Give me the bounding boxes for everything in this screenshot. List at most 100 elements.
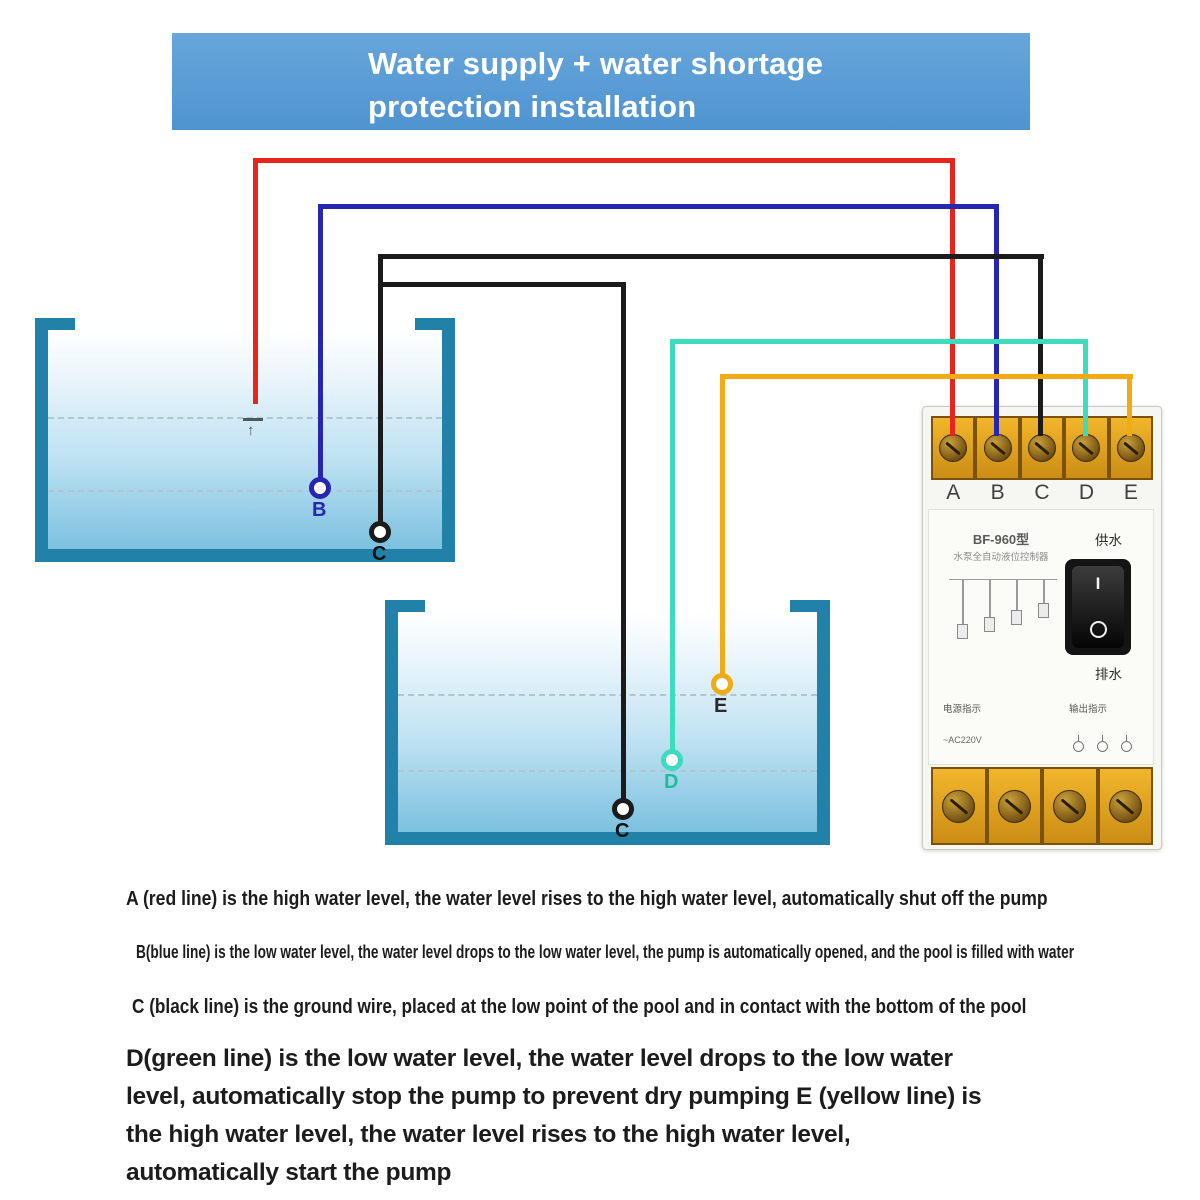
high-water-marker-arrow: ↑ bbox=[247, 422, 255, 439]
supply-label: 供水 bbox=[1095, 533, 1122, 548]
terminal-letter-a: A bbox=[946, 481, 961, 504]
probe-c-upper-electrode bbox=[369, 521, 391, 543]
upper-tank-left-lip bbox=[35, 318, 75, 330]
terminal-cell bbox=[1097, 767, 1153, 845]
screw-slot bbox=[949, 798, 969, 815]
device-title: 水泵全自动液位控制器 bbox=[953, 552, 1049, 563]
terminal-screw bbox=[1108, 789, 1142, 823]
wire-blue-probe-drop bbox=[318, 204, 323, 482]
wire-yellow-horizontal bbox=[720, 374, 1133, 379]
terminal-letter-c: C bbox=[1034, 481, 1050, 504]
terminal-cell bbox=[975, 416, 1020, 480]
wire-black-probe-drop-upper bbox=[378, 254, 383, 528]
terminal-screw bbox=[1053, 789, 1087, 823]
banner-title: Water supply + water shortage protection… bbox=[368, 46, 824, 124]
wire-red-probe-drop bbox=[253, 158, 258, 404]
wire-black-branch-horizontal bbox=[380, 282, 626, 287]
mini-diagram-bus bbox=[949, 579, 1057, 580]
mini-probe bbox=[984, 580, 995, 639]
lower-tank-bottom bbox=[385, 832, 830, 845]
switch-on-label: I bbox=[1095, 574, 1101, 593]
power-spec: ~AC220V bbox=[943, 735, 982, 745]
lower-tank-water bbox=[398, 612, 817, 832]
upper-tank-right-lip bbox=[415, 318, 455, 330]
output-indicator-label: 输出指示 bbox=[1069, 704, 1108, 715]
terminal-letters-row: A B C D E bbox=[931, 481, 1153, 507]
screw-slot bbox=[1078, 441, 1095, 456]
upper-tank-water bbox=[48, 330, 442, 549]
switch-off-symbol bbox=[1090, 621, 1107, 638]
mini-probe bbox=[957, 580, 968, 639]
terminal-cell bbox=[986, 767, 1042, 845]
upper-tank-bottom bbox=[35, 549, 455, 562]
high-water-marker-dash bbox=[243, 418, 263, 421]
terminal-screw bbox=[1072, 434, 1101, 462]
wire-yellow-probe-drop bbox=[720, 374, 725, 680]
output-contact-symbols bbox=[1073, 735, 1132, 752]
terminal-letter-e: E bbox=[1123, 481, 1138, 504]
mini-probe bbox=[1011, 580, 1022, 639]
wire-black-horizontal bbox=[378, 254, 1044, 259]
wire-red-horizontal bbox=[253, 158, 955, 163]
terminal-screw bbox=[939, 434, 968, 462]
wire-green-terminal-drop bbox=[1083, 339, 1088, 436]
wire-green-horizontal bbox=[670, 339, 1088, 344]
lower-tank-left-lip bbox=[385, 600, 425, 612]
screw-slot bbox=[1115, 798, 1135, 815]
upper-tank-low-level-line bbox=[48, 490, 442, 492]
wire-blue-terminal-drop bbox=[994, 204, 999, 436]
wire-yellow-terminal-drop bbox=[1127, 374, 1132, 436]
contact-symbol bbox=[1097, 735, 1108, 752]
contact-symbol bbox=[1121, 735, 1132, 752]
probe-b-electrode bbox=[309, 477, 331, 499]
screw-slot bbox=[1060, 798, 1080, 815]
terminal-screw bbox=[997, 789, 1031, 823]
terminal-cell bbox=[931, 767, 987, 845]
terminal-letter-b: B bbox=[990, 481, 1005, 504]
probe-e-electrode bbox=[711, 673, 733, 695]
contact-symbol bbox=[1073, 735, 1084, 752]
screw-slot bbox=[1122, 441, 1139, 456]
wire-red-terminal-drop bbox=[950, 158, 955, 436]
terminal-screw bbox=[1116, 434, 1145, 462]
probe-e-label: E bbox=[714, 695, 728, 717]
note-a: A (red line) is the high water level, th… bbox=[126, 888, 1048, 910]
terminal-letter-d: D bbox=[1078, 481, 1094, 504]
upper-tank-left-wall bbox=[35, 318, 48, 562]
power-indicator-label: 电源指示 bbox=[943, 704, 982, 715]
device-model: BF-960型 bbox=[972, 532, 1030, 547]
terminal-block-bottom bbox=[931, 767, 1153, 845]
note-d-e: D(green line) is the low water level, th… bbox=[126, 1045, 982, 1186]
power-rocker-switch: I bbox=[1065, 559, 1131, 655]
terminal-screw bbox=[1028, 434, 1057, 462]
lower-tank-left-wall bbox=[385, 600, 398, 845]
wire-black-probe-drop-lower bbox=[621, 282, 626, 805]
wire-green-probe-drop bbox=[670, 339, 675, 756]
note-b: B(blue line) is the low water level, the… bbox=[136, 942, 1075, 962]
mini-probe bbox=[1038, 580, 1049, 639]
probe-c-lower-electrode bbox=[612, 798, 634, 820]
screw-slot bbox=[945, 441, 962, 456]
probe-c-lower-label: C bbox=[615, 820, 630, 842]
rocker: I bbox=[1072, 566, 1124, 648]
terminal-cell bbox=[1064, 416, 1109, 480]
terminal-screw bbox=[942, 789, 976, 823]
upper-tank-right-wall bbox=[442, 318, 455, 562]
pump-controller: A B C D E BF-960型 水泵全自动液位控制器 供水 I 排水 bbox=[922, 406, 1162, 850]
lower-tank-low-level-line bbox=[398, 770, 817, 772]
note-c: C (black line) is the ground wire, place… bbox=[132, 996, 1027, 1018]
drain-label: 排水 bbox=[1095, 667, 1122, 682]
probe-b-label: B bbox=[312, 499, 327, 521]
terminal-cell bbox=[1108, 416, 1154, 480]
mini-wiring-diagram bbox=[949, 579, 1057, 655]
probe-c-upper-label: C bbox=[372, 543, 387, 565]
title-banner: Water supply + water shortage protection… bbox=[172, 33, 1030, 130]
wire-blue-horizontal bbox=[318, 204, 999, 209]
probe-d-electrode bbox=[661, 749, 683, 771]
lower-tank-high-level-line bbox=[398, 694, 817, 696]
wire-black-terminal-drop bbox=[1038, 254, 1043, 436]
lower-tank-right-lip bbox=[790, 600, 830, 612]
terminal-screw bbox=[983, 434, 1012, 462]
screw-slot bbox=[1034, 441, 1050, 456]
